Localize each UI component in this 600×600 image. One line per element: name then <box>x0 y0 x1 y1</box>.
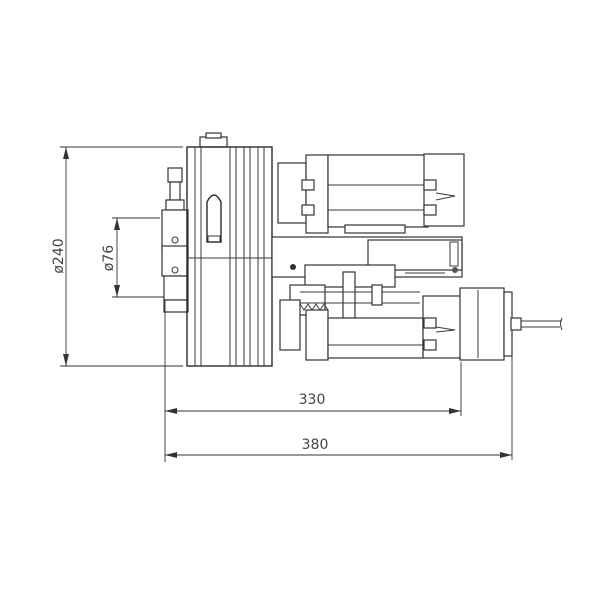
lower-motor <box>279 287 513 361</box>
dimension-length-330: 330 <box>164 300 462 462</box>
power-cable <box>510 317 563 331</box>
axle-assembly <box>161 167 189 313</box>
control-box <box>271 236 463 288</box>
drum <box>186 132 273 367</box>
label-diameter-240: ø240 <box>51 238 67 273</box>
dimension-length-380: 380 <box>165 352 513 460</box>
dimension-diameter-240: ø240 <box>51 146 183 367</box>
label-diameter-76: ø76 <box>101 245 117 271</box>
upper-motor <box>277 153 465 234</box>
label-length-380: 380 <box>302 437 329 453</box>
label-length-330: 330 <box>299 392 326 408</box>
